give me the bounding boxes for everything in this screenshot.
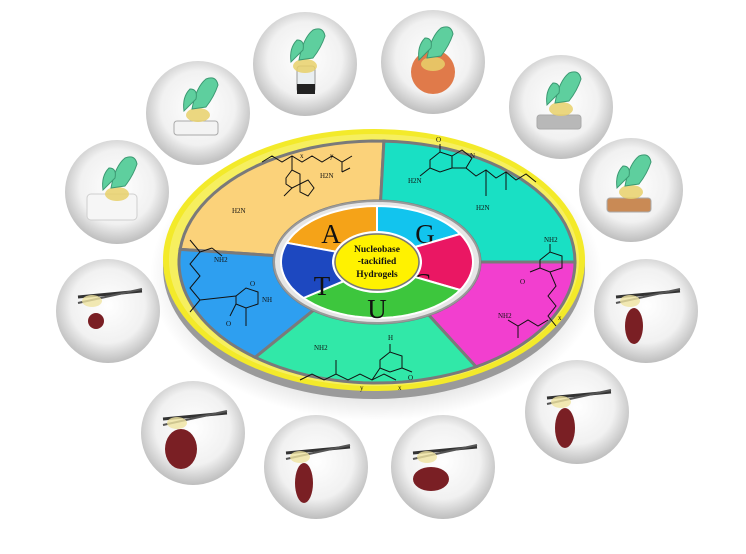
inner-segments: AGCUT xyxy=(279,204,475,324)
photo-orange-disk xyxy=(381,10,485,114)
photo-liver xyxy=(141,381,245,485)
central-disk: AGCUT Nucleobase -tackified Hydrogels xyxy=(150,129,602,421)
outer-segments xyxy=(177,139,577,385)
glove-metal-icon xyxy=(536,71,582,130)
inner-segment-t xyxy=(279,241,346,300)
glove-wood-icon xyxy=(606,154,652,213)
center-label-line1: Nucleobase xyxy=(354,245,400,255)
photo-lung xyxy=(264,415,368,519)
thymine-nh: NH xyxy=(262,296,272,304)
uracil-nh2: NH2 xyxy=(314,344,328,352)
chem-structures xyxy=(189,144,563,381)
adenine-x: x xyxy=(300,152,304,160)
thymine-o2: O xyxy=(226,320,231,328)
base-letter-a: A xyxy=(321,219,341,249)
center-label-line3: Hydrogels xyxy=(356,270,398,280)
thymine-o: O xyxy=(250,280,255,288)
uracil-x: x xyxy=(398,384,402,392)
adenine-amide-nh2: H2N xyxy=(320,172,334,180)
cytosine-x: x xyxy=(558,314,562,322)
photo-heart xyxy=(391,415,495,519)
tweezers-kidney-icon xyxy=(77,288,143,329)
adenine-y: y xyxy=(330,152,334,160)
guanine-structure xyxy=(419,144,537,196)
tweezers-heart-icon xyxy=(412,444,478,491)
photo-spleen xyxy=(594,259,698,363)
glove-pvc-pipe-icon xyxy=(86,156,138,221)
photo-wood-block xyxy=(579,138,683,242)
photo-glass-vial xyxy=(253,12,357,116)
guanine-h2n: H2N xyxy=(408,177,422,185)
tweezers-lung-icon xyxy=(285,444,351,503)
cytosine-amide-nh2: NH2 xyxy=(498,312,512,320)
guanine-amide-h2n: H2N xyxy=(476,204,490,212)
photo-muscle xyxy=(525,360,629,464)
uracil-h: H xyxy=(388,334,393,342)
guanine-n: N xyxy=(470,152,475,160)
photo-ring xyxy=(56,10,698,519)
cytosine-o: O xyxy=(520,278,525,286)
base-letter-u: U xyxy=(367,294,387,324)
base-letter-g: G xyxy=(415,219,435,249)
tweezers-liver-icon xyxy=(162,410,228,469)
uracil-y: y xyxy=(360,384,364,392)
base-letter-t: T xyxy=(314,271,331,301)
adenine-nh2: H2N xyxy=(232,207,246,215)
cytosine-structure xyxy=(507,244,563,338)
thymine-nh2: NH2 xyxy=(214,256,228,264)
center-label-line2: -tackified xyxy=(358,257,397,267)
adenine-structure xyxy=(261,155,353,197)
cytosine-nh2: NH2 xyxy=(544,236,558,244)
uracil-o: O xyxy=(408,374,413,382)
tweezers-muscle-icon xyxy=(546,389,612,448)
tweezers-spleen-icon xyxy=(615,288,681,344)
uracil-structure xyxy=(299,344,413,381)
photo-kidney xyxy=(56,259,160,363)
photo-metal-plate xyxy=(509,55,613,159)
center-ellipse xyxy=(334,233,420,291)
photo-pvc-pipe xyxy=(65,140,169,244)
glove-glass-tube-icon xyxy=(173,77,219,136)
photo-glass-tube xyxy=(146,61,250,165)
glove-glass-vial-icon xyxy=(290,28,326,94)
glove-disk-icon xyxy=(411,26,455,94)
thymine-structure xyxy=(189,239,259,326)
guanine-o: O xyxy=(436,136,441,144)
